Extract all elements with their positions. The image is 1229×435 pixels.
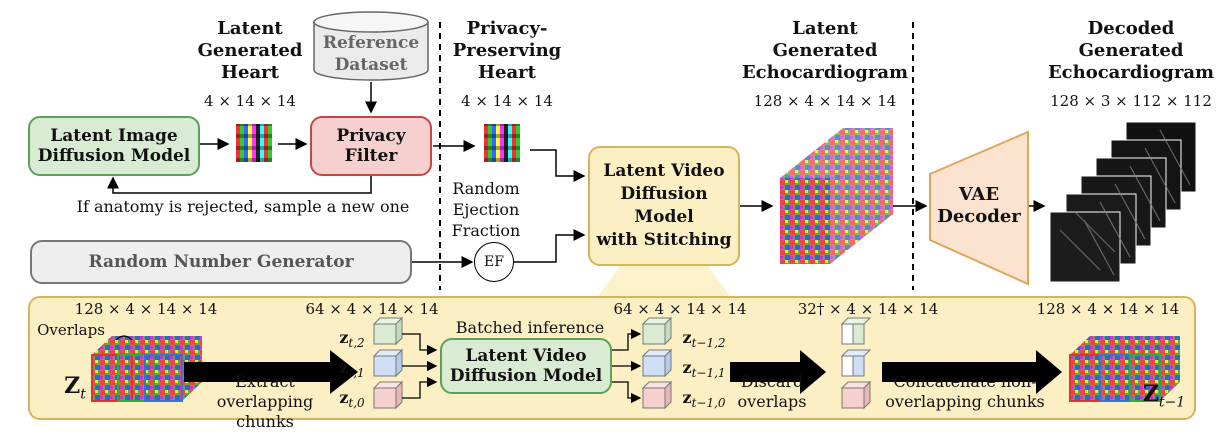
ef-node: EF: [474, 242, 514, 282]
batched-inference-label: Batched inference: [455, 318, 605, 337]
privacy-heart-image: [484, 124, 520, 162]
random-number-generator-box: Random Number Generator: [30, 240, 412, 284]
latent-heart-image: [236, 124, 272, 162]
bottom-dim-2: 64 × 4 × 14 × 14: [305, 300, 439, 318]
bottom-dim-5: 128 × 4 × 14 × 14: [1036, 300, 1180, 318]
stitching-detail-panel: [28, 296, 1196, 420]
z-output-1: zt−1,1: [682, 358, 726, 381]
zt-minus-1-label: Zt−1: [1142, 381, 1186, 411]
z-output-2: zt−1,2: [682, 328, 726, 351]
bottom-dim-4: 32† × 4 × 14 × 14: [797, 300, 939, 318]
overlaps-label: Overlaps: [37, 321, 105, 339]
decoded-echo-dim: 128 × 3 × 112 × 112: [1050, 92, 1212, 110]
z-input-0: zt,0: [339, 388, 365, 411]
latent-echo-dim: 128 × 4 × 14 × 14: [753, 92, 897, 110]
latent-gen-heart-dim: 4 × 14 × 14: [204, 92, 296, 110]
bottom-dim-3: 64 × 4 × 14 × 14: [613, 300, 747, 318]
bottom-dim-1: 128 × 4 × 14 × 14: [74, 300, 218, 318]
zt-label: Zt: [64, 373, 86, 403]
privacy-heart-dim: 4 × 14 × 14: [461, 92, 553, 110]
concat-label: Concatenate non-overlapping chunks: [885, 372, 1045, 411]
z-output-0: zt−1,0: [682, 388, 726, 411]
z-input-2: zt,2: [339, 328, 365, 351]
z-input-1: zt,1: [339, 358, 365, 381]
reject-note: If anatomy is rejected, sample a new one: [76, 197, 410, 216]
